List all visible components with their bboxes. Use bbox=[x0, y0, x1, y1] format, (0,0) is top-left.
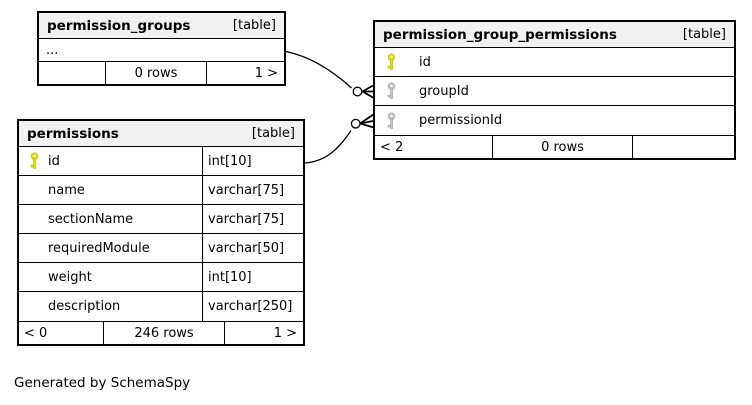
children-count-cell bbox=[633, 136, 734, 158]
column-row: id bbox=[375, 48, 734, 77]
primary-key-icon bbox=[30, 152, 39, 169]
table-name[interactable]: permission_group_permissions bbox=[383, 26, 617, 43]
parents-count-cell: < 2 bbox=[380, 139, 404, 155]
column-row: id int[10] bbox=[19, 147, 303, 176]
table-box-permission-groups: permission_groups [table] ... 0 rows 1 > bbox=[37, 11, 286, 86]
children-count-cell: 1 > bbox=[254, 65, 278, 81]
column-name: description bbox=[48, 299, 121, 314]
column-name: id bbox=[48, 153, 60, 169]
foreign-key-icon bbox=[387, 111, 396, 129]
column-type: varchar[75] bbox=[202, 176, 303, 204]
column-row: groupId bbox=[375, 77, 734, 106]
column-name: name bbox=[48, 182, 85, 198]
crow-foot-arrow-icon bbox=[359, 114, 374, 129]
table-header[interactable]: permissions [table] bbox=[19, 121, 303, 147]
column-name: groupId bbox=[419, 83, 469, 99]
generated-by-credit: Generated by SchemaSpy bbox=[14, 375, 191, 391]
column-type: int[10] bbox=[202, 147, 303, 175]
table-type-tag: [table] bbox=[232, 18, 276, 33]
column-name: weight bbox=[48, 269, 92, 285]
table-type-tag: [table] bbox=[682, 27, 726, 42]
collapsed-columns-indicator: ... bbox=[46, 42, 59, 58]
table-footer: < 2 0 rows bbox=[375, 136, 734, 158]
column-row: description varchar[250] bbox=[19, 292, 303, 321]
column-row: sectionName varchar[75] bbox=[19, 205, 303, 234]
parents-count-cell: < 0 bbox=[24, 325, 48, 341]
column-row: weight int[10] bbox=[19, 263, 303, 292]
primary-key-icon bbox=[387, 53, 396, 70]
column-type: varchar[75] bbox=[202, 205, 303, 233]
fk-connector-groups-to-groupid bbox=[285, 50, 374, 99]
zero-cardinality-circle-icon bbox=[352, 86, 363, 97]
column-row: name varchar[75] bbox=[19, 176, 303, 205]
fk-connector-permissions-to-permissionid bbox=[304, 114, 374, 164]
row-count-cell: 0 rows bbox=[105, 62, 207, 84]
column-name: sectionName bbox=[48, 211, 134, 227]
table-type-tag: [table] bbox=[251, 126, 295, 141]
table-footer: 0 rows 1 > bbox=[39, 62, 284, 84]
children-count-cell: 1 > bbox=[273, 325, 297, 341]
row-count-cell: 246 rows bbox=[103, 322, 225, 344]
table-header[interactable]: permission_group_permissions [table] bbox=[375, 22, 734, 48]
parents-count-cell bbox=[39, 62, 105, 84]
column-name: id bbox=[419, 54, 431, 70]
column-type: int[10] bbox=[202, 263, 303, 291]
table-box-permissions: permissions [table] id int[10] name varc… bbox=[17, 119, 305, 346]
table-name[interactable]: permissions bbox=[27, 125, 119, 142]
collapsed-columns-row: ... bbox=[39, 39, 284, 62]
column-name: permissionId bbox=[419, 113, 503, 128]
column-type: varchar[250] bbox=[202, 292, 303, 321]
crow-foot-arrow-icon bbox=[362, 84, 374, 99]
table-box-permission-group-permissions: permission_group_permissions [table] id … bbox=[373, 20, 736, 160]
foreign-key-icon bbox=[387, 82, 396, 99]
column-name: requiredModule bbox=[48, 240, 150, 256]
table-header[interactable]: permission_groups [table] bbox=[39, 13, 284, 39]
column-row: requiredModule varchar[50] bbox=[19, 234, 303, 263]
column-row: permissionId bbox=[375, 106, 734, 135]
column-type: varchar[50] bbox=[202, 234, 303, 262]
table-name[interactable]: permission_groups bbox=[47, 17, 191, 34]
row-count-cell: 0 rows bbox=[492, 136, 633, 158]
table-footer: < 0 246 rows 1 > bbox=[19, 322, 303, 344]
zero-cardinality-circle-icon bbox=[350, 118, 361, 129]
